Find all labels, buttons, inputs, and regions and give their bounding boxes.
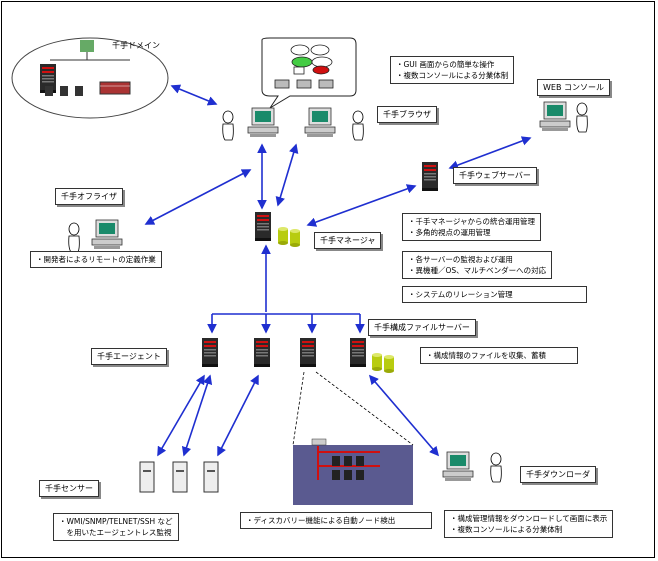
note-offerizer: ・開発者によるリモートの定義作業 — [30, 251, 162, 268]
connection-arrows — [144, 84, 532, 457]
label-browser: 千手ブラウザ — [377, 106, 437, 123]
offerizer-user — [68, 219, 123, 253]
note-gui: ・GUI 画面からの簡単な操作 ・複数コンソールによる分業体制 — [390, 56, 515, 84]
note-offerizer-line-1: ・開発者によるリモートの定義作業 — [36, 255, 156, 264]
note-agentless: ・WMI/SNMP/TELNET/SSH など を用いたエージェントレス監視 — [53, 513, 179, 541]
browser-users — [222, 107, 364, 141]
label-manager: 千手マネージャ — [314, 232, 382, 249]
web-console-user — [539, 101, 588, 133]
downloader-user — [442, 451, 502, 483]
note-download: ・構成管理情報をダウンロードして画面に表示 ・複数コンソールによる分業体制 — [444, 510, 614, 538]
domain-network-illustration — [11, 37, 169, 119]
label-offerizer: 千手オフライザ — [55, 188, 123, 205]
label-agent: 千手エージェント — [91, 348, 167, 365]
label-downloader: 千手ダウンローダ — [520, 466, 596, 483]
note-monitoring-line-1: ・各サーバーの監視および運用 — [408, 255, 513, 264]
gui-screen-bubble — [261, 37, 357, 109]
label-sensor: 千手センサー — [39, 480, 99, 497]
manager-server — [255, 212, 300, 247]
note-config-collect: ・構成情報のファイルを収集、蓄積 — [420, 347, 578, 364]
discovery-network-illustration — [293, 438, 413, 505]
note-gui-line-1: ・GUI 画面からの簡単な操作 — [396, 60, 495, 69]
note-download-line-2: ・複数コンソールによる分業体制 — [450, 525, 563, 534]
note-agentless-line-2: を用いたエージェントレス監視 — [59, 528, 172, 537]
agent-servers — [202, 338, 394, 373]
note-relation: ・システムのリレーション管理 — [402, 286, 587, 303]
label-web-console: WEB コンソール — [537, 79, 610, 96]
label-config-server: 千手構成ファイルサーバー — [368, 319, 476, 336]
note-discovery: ・ディスカバリー機能による自動ノード検出 — [240, 512, 432, 529]
label-domain: 千手ドメイン — [112, 41, 160, 50]
note-config-line-1: ・構成情報のファイルを収集、蓄積 — [426, 351, 546, 360]
note-relation-line-1: ・システムのリレーション管理 — [408, 290, 513, 299]
label-web-server: 千手ウェブサーバー — [453, 167, 537, 184]
note-manager-line-1: ・千手マネージャからの統合運用管理 — [408, 217, 535, 226]
note-manager-integration: ・千手マネージャからの統合運用管理 ・多角的視点の運用管理 — [402, 213, 541, 241]
note-monitoring-line-2: ・異機種／OS、マルチベンダーへの対応 — [408, 266, 547, 275]
discovery-lines — [292, 371, 414, 446]
note-download-line-1: ・構成管理情報をダウンロードして画面に表示 — [450, 514, 608, 523]
note-gui-line-2: ・複数コンソールによる分業体制 — [396, 71, 509, 80]
note-manager-line-2: ・多角的視点の運用管理 — [408, 228, 491, 237]
note-server-monitoring: ・各サーバーの監視および運用 ・異機種／OS、マルチベンダーへの対応 — [402, 251, 553, 279]
note-discovery-line-1: ・ディスカバリー機能による自動ノード検出 — [246, 516, 396, 525]
note-agentless-line-1: ・WMI/SNMP/TELNET/SSH など — [59, 517, 173, 526]
sensor-servers — [139, 461, 219, 493]
web-server — [422, 162, 438, 191]
